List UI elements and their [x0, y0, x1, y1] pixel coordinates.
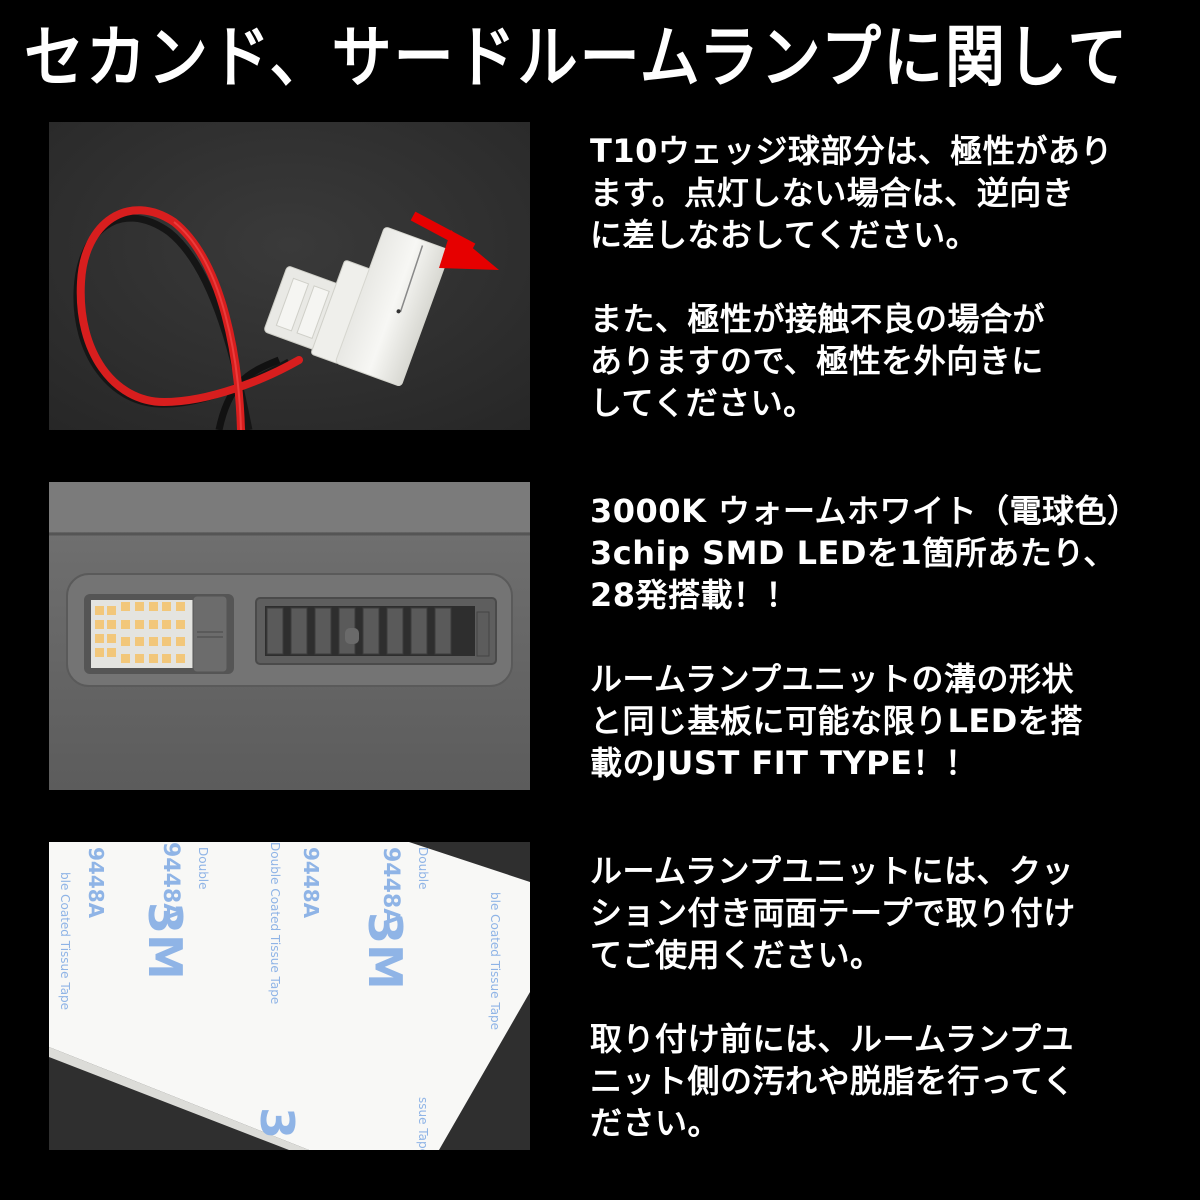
svg-text:9448A: 9448A [84, 847, 108, 919]
svg-text:3: 3 [250, 1107, 304, 1139]
led-chips [95, 602, 185, 663]
svg-text:Double Coated Tissue Tape: Double Coated Tissue Tape [268, 842, 282, 1004]
text-line: 取り付け前には、ルームランプユ [590, 1020, 1074, 1058]
paragraph-cleaning: 取り付け前には、ルームランプユ ニット側の汚れや脱脂を行ってく ださい。 [590, 1018, 1190, 1144]
text-line: 3000K ウォームホワイト（電球色） [590, 492, 1140, 530]
arrow-icon [410, 211, 499, 270]
text-line: ありますので、極性を外向きに [590, 342, 1044, 380]
text-line: ション付き両面テープで取り付け [590, 894, 1076, 932]
text-line: 載のJUST FIT TYPE！！ [590, 744, 978, 782]
paragraph-led-spec: 3000K ウォームホワイト（電球色） 3chip SMD LEDを1箇所あたり… [590, 490, 1190, 616]
svg-text:3M: 3M [358, 912, 412, 990]
section-2-text: 3000K ウォームホワイト（電球色） 3chip SMD LEDを1箇所あたり… [590, 490, 1190, 784]
page-title: セカンド、サードルームランプに関して [24, 18, 1130, 98]
paragraph-polarity: T10ウェッジ球部分は、極性があり ます。点灯しない場合は、逆向き に差しなおし… [590, 130, 1190, 256]
text-line: してください。 [590, 384, 816, 422]
text-line: と同じ基板に可能な限りLEDを搭 [590, 702, 1083, 740]
paragraph-tape-usage: ルームランプユニットには、クッ ション付き両面テープで取り付け てご使用ください… [590, 850, 1190, 976]
text-line: ます。点灯しない場合は、逆向き [590, 174, 1075, 212]
svg-text:9448A: 9448A [158, 842, 183, 920]
text-line: ルームランプユニットの溝の形状 [590, 660, 1074, 698]
paragraph-just-fit: ルームランプユニットの溝の形状 と同じ基板に可能な限りLEDを搭 載のJUST … [590, 658, 1190, 784]
svg-text:3M: 3M [138, 902, 192, 980]
text-line: ださい。 [590, 1104, 721, 1142]
text-line: T10ウェッジ球部分は、極性があり [590, 132, 1113, 170]
svg-text:9448A: 9448A [299, 847, 323, 919]
svg-text:ble Coated Tissue Tape: ble Coated Tissue Tape [488, 892, 502, 1030]
svg-text:ble Coated Tissue Tape: ble Coated Tissue Tape [58, 872, 72, 1010]
section-1-text: T10ウェッジ球部分は、極性があり ます。点灯しない場合は、逆向き に差しなおし… [590, 130, 1190, 424]
svg-text:Double: Double [196, 847, 210, 890]
paragraph-contact: また、極性が接触不良の場合が ありますので、極性を外向きに してください。 [590, 298, 1190, 424]
room-lamp-photo [49, 482, 530, 790]
text-line: ニット側の汚れや脱脂を行ってく [590, 1062, 1075, 1100]
text-line: てご使用ください。 [590, 936, 883, 974]
double-sided-tape-photo: 3M 9448A 3M 9448A 9448A 9448A ble Coated… [49, 842, 530, 1150]
svg-text:9448A: 9448A [378, 847, 403, 925]
svg-text:ssue Tape: ssue Tape [416, 1097, 430, 1150]
section-3-text: ルームランプユニットには、クッ ション付き両面テープで取り付け てご使用ください… [590, 850, 1190, 1144]
text-line: 28発搭載！！ [590, 576, 799, 614]
text-line: に差しなおしてください。 [590, 216, 979, 254]
text-line: 3chip SMD LEDを1箇所あたり、 [590, 534, 1116, 572]
svg-text:Double: Double [416, 847, 430, 890]
t10-connector-photo [49, 122, 530, 430]
text-line: ルームランプユニットには、クッ [590, 852, 1074, 890]
text-line: また、極性が接触不良の場合が [590, 300, 1046, 338]
